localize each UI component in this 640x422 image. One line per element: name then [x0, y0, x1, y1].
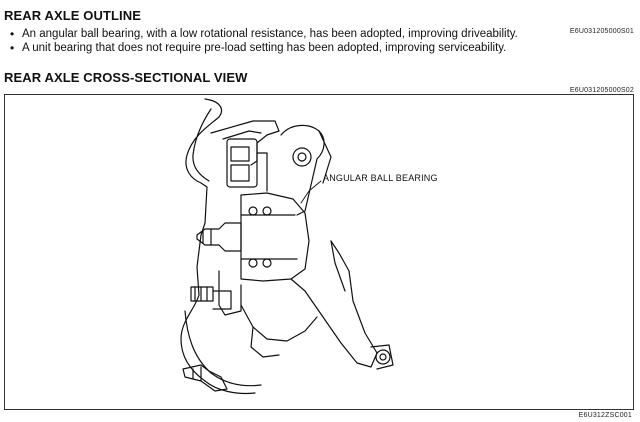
knuckle-upper-arm — [280, 124, 325, 216]
wheel-rim-inner — [192, 108, 212, 182]
figure-frame: ANGULAR BALL BEARING — [4, 94, 634, 410]
knuckle-lower-arm — [290, 240, 378, 368]
brake-line-fitting — [182, 364, 228, 392]
brake-disc — [218, 270, 242, 316]
wheel-rim-outline — [180, 98, 256, 395]
bullet-item: An angular ball bearing, with a low rota… — [8, 27, 608, 41]
caliper-block — [226, 138, 258, 188]
bullet-item: A unit bearing that does not require pre… — [8, 41, 608, 55]
section-code: E6U031205000S02 — [569, 87, 634, 94]
lower-nut — [190, 286, 214, 302]
bearing-ball-lower — [248, 258, 258, 268]
outline-bullet-list: An angular ball bearing, with a low rota… — [8, 27, 608, 55]
outline-title: REAR AXLE OUTLINE — [4, 8, 142, 23]
section-title: REAR AXLE CROSS-SECTIONAL VIEW — [4, 70, 248, 85]
lower-bolt-eye — [375, 349, 391, 365]
hub-top-flange — [210, 120, 280, 166]
hub-bearing-body — [240, 192, 310, 282]
bearing-ball-upper — [248, 206, 258, 216]
axle-shaft — [196, 222, 242, 252]
angular-ball-bearing-label: ANGULAR BALL BEARING — [323, 173, 438, 183]
upper-bolt-eye — [292, 147, 312, 167]
figure-code: E6U312ZSC001 — [578, 412, 632, 419]
callout-leader — [300, 180, 322, 204]
axle-cross-section-drawing — [180, 98, 394, 395]
